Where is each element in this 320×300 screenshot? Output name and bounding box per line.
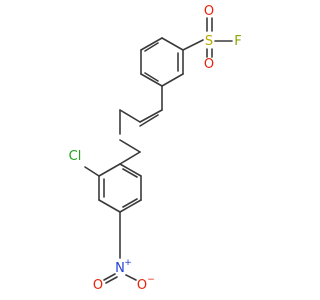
bond	[119, 199, 142, 213]
bond	[140, 73, 163, 87]
oxygen-atom-label: O	[93, 278, 103, 293]
bond	[119, 139, 141, 153]
double-bond-inner	[122, 198, 138, 208]
bond	[119, 163, 142, 177]
fluorine-atom-label: F	[234, 34, 241, 49]
oxygen-atom-label: O	[137, 278, 147, 293]
bond	[139, 109, 163, 123]
bond	[103, 273, 116, 281]
sulfonyl-fluoride-group: S O O F	[182, 4, 242, 72]
negative-charge: −	[147, 275, 155, 285]
bond	[105, 276, 118, 284]
bond	[182, 39, 204, 51]
bond	[119, 151, 141, 165]
bond	[161, 73, 184, 87]
bond	[125, 274, 137, 281]
bond	[161, 37, 184, 51]
double-bond-inner	[144, 42, 159, 52]
double-bond-inner	[122, 168, 138, 178]
bond	[140, 37, 163, 51]
double-bond-inner	[144, 72, 159, 82]
bond	[119, 109, 141, 123]
nitrogen-atom-label: N	[115, 261, 125, 276]
benzene-ring-upper	[140, 37, 184, 87]
bond	[98, 163, 121, 177]
molecule-structure: S O O F Cl N + O O	[69, 4, 242, 293]
oxygen-atom-label: O	[204, 4, 214, 19]
bond	[98, 199, 121, 213]
positive-charge: +	[124, 258, 132, 268]
bond	[84, 166, 100, 177]
diene-chain	[119, 85, 163, 165]
double-bond-inner	[139, 114, 159, 127]
nitro-group: N + O O −	[93, 211, 155, 293]
chlorine-atom-label: Cl	[69, 149, 82, 164]
chloro-group: Cl	[69, 149, 100, 177]
oxygen-atom-label: O	[204, 57, 214, 72]
sulfur-atom-label: S	[205, 34, 213, 49]
benzene-ring-lower	[98, 163, 142, 213]
